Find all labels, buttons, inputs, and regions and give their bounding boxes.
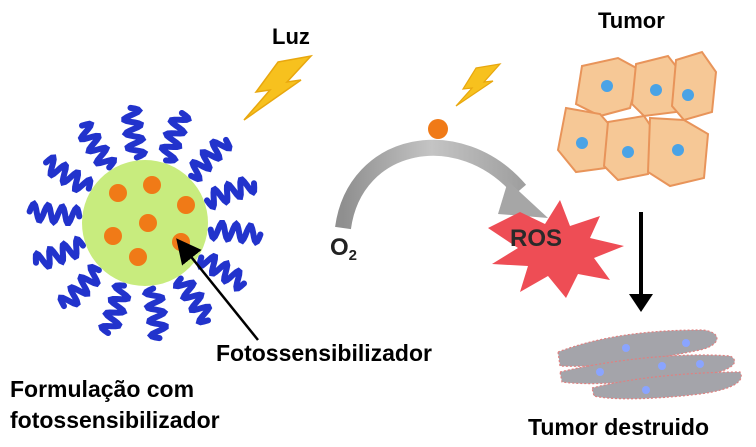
destroyed-nucleus-group [596,339,704,394]
pointer-arrow [176,238,259,341]
photosensitizer-dot [109,184,127,202]
polymer-chain [98,282,132,336]
polymer-chain [43,154,94,194]
photosensitizer-dot [143,176,161,194]
formulation-label-line1: Formulação com [10,376,195,402]
oxygen-symbol: O [330,234,349,261]
small-lightning-icon [455,63,502,107]
formulation-label: Formulação com fotossensibilizador [10,374,220,436]
light-label: Luz [272,24,310,49]
polymer-chain [77,120,118,171]
polymer-chain [26,200,83,227]
oxygen-label: O2 [330,234,357,264]
photosensitizer-dot [172,233,190,251]
polymer-chain [141,285,169,342]
oxygen-subscript: 2 [348,247,358,264]
polymer-chain [32,235,86,270]
photosensitizer-dot [129,248,147,266]
polymer-chain [204,176,258,211]
nucleus-group [576,80,694,158]
polymer-chain [188,136,233,183]
tumor-label: Tumor [598,8,665,33]
polymer-chain [207,219,264,246]
photosensitizer-label: Fotossensibilizador [216,340,432,366]
down-arrow [629,212,653,312]
destroyed-cells-icon [557,329,742,400]
nanoparticle-icon [26,104,264,342]
ros-label: ROS [510,225,563,252]
reaction-arrow [335,139,548,230]
lightning-bolt-icon [243,54,314,121]
photosensitizer-dot [177,196,195,214]
photosensitizer-dot [139,214,157,232]
polymer-chain [172,275,213,326]
polymer-chain [158,110,192,164]
photosensitizer-dot [104,227,122,245]
polymer-chain [196,252,247,292]
polymer-chain [57,263,102,310]
starburst-icon [488,200,624,298]
activated-photosensitizer-icon [428,119,448,139]
polymer-chain [121,104,149,161]
destroyed-tumor-label: Tumor destruido [528,414,710,440]
tumor-cells-icon [556,50,718,188]
formulation-label-line2: fotossensibilizador [10,407,220,433]
